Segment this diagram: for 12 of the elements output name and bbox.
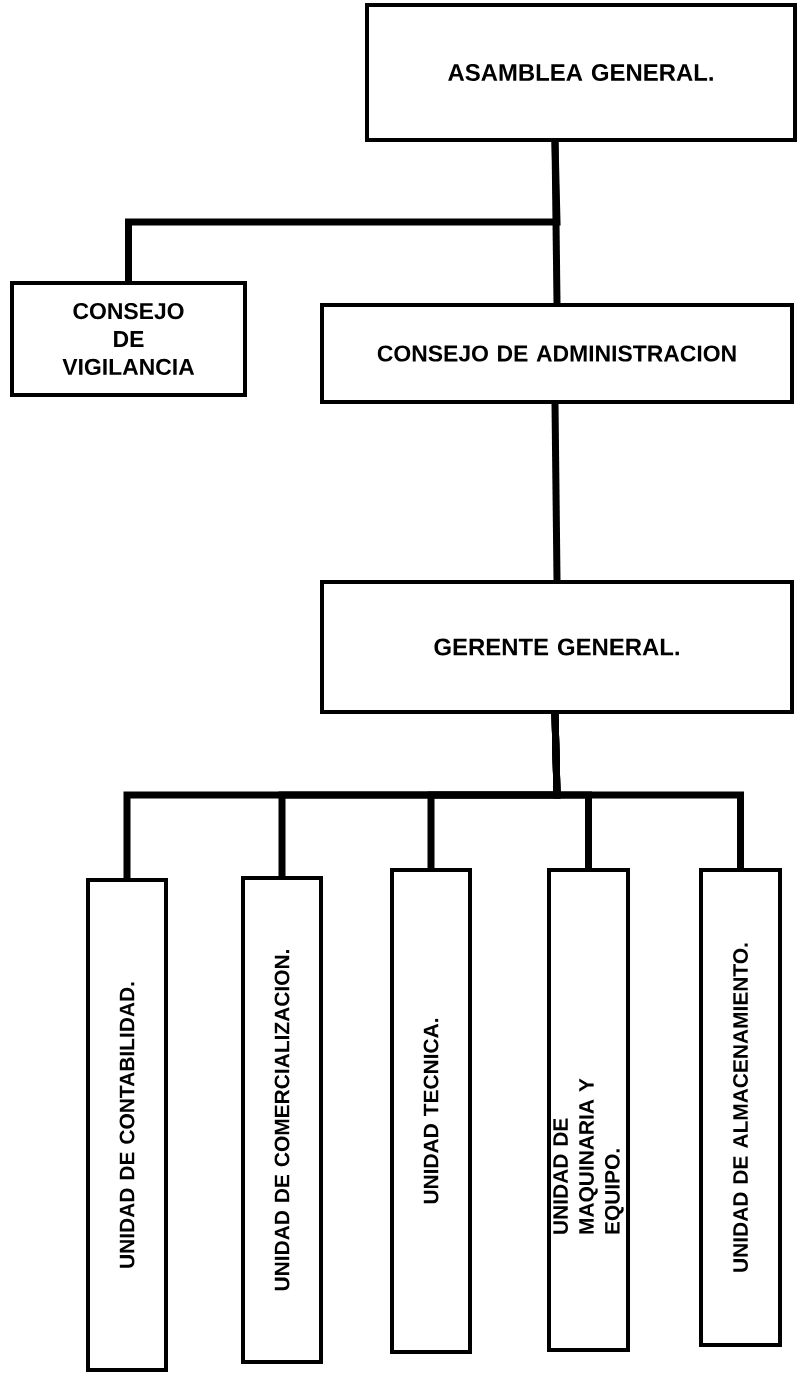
unit-box: UNIDAD TECNICA.	[390, 868, 472, 1354]
unit-box: UNIDAD DE MAQUINARIA Y EQUIPO.	[547, 868, 630, 1352]
org-box: CONSEJO DE ADMINISTRACION	[320, 303, 794, 404]
unit-box: UNIDAD DE ALMACENAMIENTO.	[699, 868, 782, 1347]
connector-line	[551, 713, 744, 868]
org-box: GERENTE GENERAL.	[320, 580, 794, 714]
org-box: ASAMBLEA GENERAL.	[365, 3, 797, 142]
unit-box: UNIDAD DE COMERCIALIZACION.	[241, 876, 323, 1364]
connector-line	[551, 403, 561, 581]
unit-box: UNIDAD DE CONTABILIDAD.	[86, 878, 168, 1372]
org-box: CONSEJO DE VIGILANCIA	[10, 281, 247, 397]
connector-line	[551, 141, 561, 304]
